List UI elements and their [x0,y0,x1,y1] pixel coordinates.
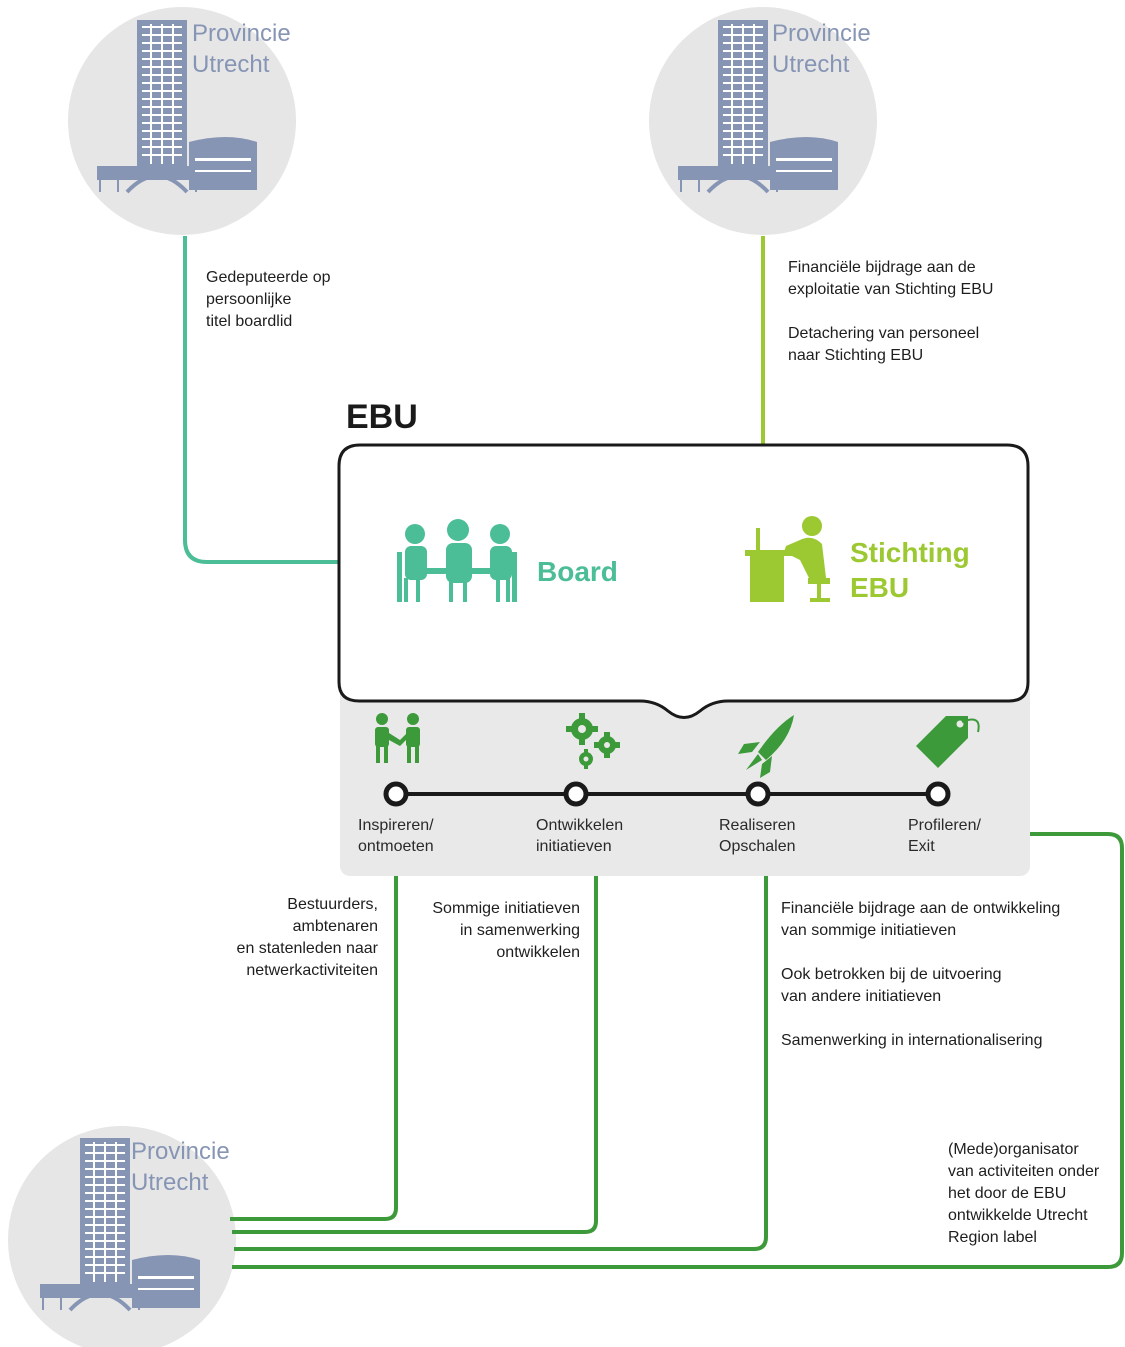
annotation-realiseren-link: Financiële bijdrage aan de ontwikkeling … [781,898,1060,1052]
connector-board [183,236,340,564]
step-label: Realiseren [719,817,796,834]
step-realiseren: Realiseren Opschalen [719,815,796,857]
annotation-line: van andere initiatieven [781,988,942,1005]
ebu-title: EBU [346,398,418,436]
annotation-line [781,942,1060,964]
stichting-label-line: Stichting [850,537,970,568]
desk-worker-icon [745,516,830,602]
province-label-bottom: Provincie Utrecht [131,1136,230,1198]
province-name: Provincie [131,1138,230,1165]
annotation-line: Region label [948,1229,1037,1246]
annotation-inspireren-link: Bestuurders, ambtenaren en statenleden n… [200,894,378,982]
step-label: Inspireren/ [358,817,434,834]
step-node [383,781,409,807]
step-label: initiatieven [536,838,612,855]
stichting-label: Stichting EBU [850,535,970,605]
connector-ontwikkelen [232,876,598,1234]
annotation-line: Financiële bijdrage aan de [788,259,976,276]
annotation-line: van activiteiten onder [948,1163,1100,1180]
province-name: Provincie [192,20,291,47]
province-label-top-left: Provincie Utrecht [192,18,291,80]
annotation-line: het door de EBU [948,1185,1067,1202]
connector-inspireren [230,876,398,1221]
annotation-line: Samenwerking in internationalisering [781,1032,1043,1049]
connector-realiseren [234,876,768,1251]
step-label: Exit [908,838,935,855]
step-inspireren: Inspireren/ ontmoeten [358,815,434,857]
annotation-line: en statenleden naar [236,940,378,957]
step-node [563,781,589,807]
gears-icon [566,713,620,769]
annotation-profileren-link: (Mede)organisator van activiteiten onder… [948,1139,1099,1249]
annotation-line [788,301,993,323]
stichting-label-line: EBU [850,572,910,603]
annotation-line: ontwikkelde Utrecht [948,1207,1088,1224]
annotation-line: Ook betrokken bij de uitvoering [781,966,1002,983]
annotation-line: Sommige initiatieven [432,900,580,917]
province-top-right [649,7,877,235]
connector-profileren [232,832,1124,1269]
annotation-line: Financiële bijdrage aan de ontwikkeling [781,900,1061,917]
annotation-line: (Mede)organisator [948,1141,1079,1158]
annotation-line [781,1008,1060,1030]
step-node [925,781,951,807]
annotation-line: naar Stichting EBU [788,347,924,364]
annotation-line: titel boardlid [206,313,293,330]
province-name: Utrecht [192,51,270,78]
step-label: Opschalen [719,838,796,855]
board-label: Board [537,556,618,587]
annotation-line: Detachering van personeel [788,325,980,342]
step-label: Profileren/ [908,817,981,834]
annotation-line: exploitatie van Stichting EBU [788,281,994,298]
annotation-stichting-link: Financiële bijdrage aan de exploitatie v… [788,257,993,367]
step-ontwikkelen: Ontwikkelen initiatieven [536,815,623,857]
step-node [745,781,771,807]
annotation-ontwikkelen-link: Sommige initiatieven in samenwerking ont… [400,898,580,964]
step-profileren: Profileren/ Exit [908,815,981,857]
ebu-box [337,443,1030,719]
annotation-line: ambtenaren [292,918,378,935]
annotation-line: netwerkactiviteiten [246,962,378,979]
annotation-line: Gedeputeerde op [206,269,331,286]
handshake-icon [375,713,420,763]
process-panel [340,680,1030,876]
annotation-board-link: Gedeputeerde op persoonlijke titel board… [206,267,331,333]
rocket-icon [738,715,794,778]
province-label-top-right: Provincie Utrecht [772,18,871,80]
province-name: Provincie [772,20,871,47]
province-name: Utrecht [772,51,850,78]
province-name: Utrecht [131,1169,209,1196]
meeting-icon [397,519,517,602]
annotation-line: van sommige initiatieven [781,922,957,939]
province-top-left [68,7,296,235]
annotation-line: in samenwerking [459,922,580,939]
annotation-line: ontwikkelen [496,944,580,961]
annotation-line: Bestuurders, [287,896,378,913]
tag-icon [916,716,980,768]
annotation-line: persoonlijke [206,291,292,308]
step-label: ontmoeten [358,838,434,855]
province-bottom [8,1126,236,1347]
step-label: Ontwikkelen [536,817,624,834]
